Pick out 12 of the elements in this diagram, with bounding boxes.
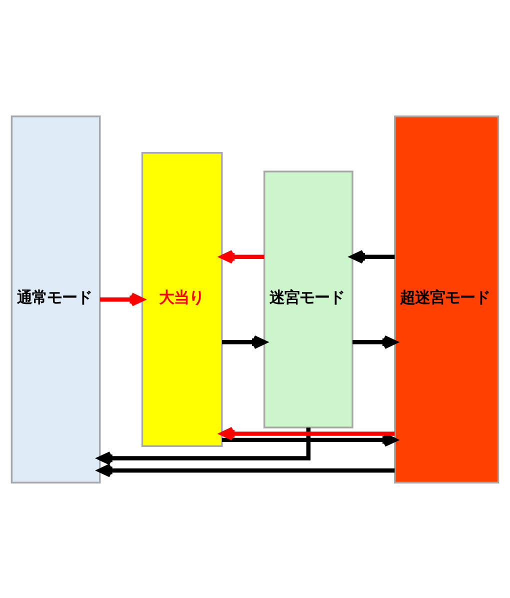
node-box: 通常モード [10, 115, 101, 483]
node-box: 大当り [141, 152, 223, 446]
arrow [352, 334, 398, 349]
arrow [98, 427, 311, 465]
arrow [100, 292, 144, 306]
node-box: 迷宮モード [263, 170, 354, 428]
arrow [220, 249, 264, 264]
node-box: 超迷宮モード [394, 115, 500, 483]
arrow [222, 334, 267, 349]
arrow [220, 426, 395, 440]
arrow [350, 249, 395, 264]
arrow [98, 463, 395, 477]
